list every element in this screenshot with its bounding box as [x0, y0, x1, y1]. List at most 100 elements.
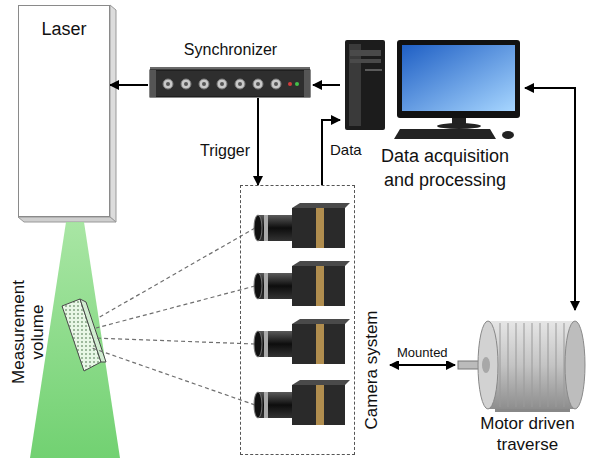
motor-part-part	[516, 323, 517, 407]
cameras	[254, 203, 350, 425]
synchronizer-device-part	[274, 82, 278, 86]
synchronizer-device-part	[304, 70, 310, 97]
camera-3-part	[292, 319, 350, 324]
synchronizer-device-part	[238, 82, 242, 86]
laser-housing-side	[18, 5, 116, 222]
node-label: Laser	[19, 18, 109, 40]
camera-3-part	[258, 331, 292, 357]
camera-2	[254, 261, 350, 306]
camera-2-part	[264, 273, 268, 299]
camera-2-part	[316, 266, 324, 306]
camera-2-part	[292, 261, 350, 266]
camera-1-part	[292, 208, 345, 248]
camera-system: Camera system	[240, 185, 390, 457]
motor-part-part	[508, 323, 509, 407]
node-label: Synchronizer	[148, 40, 313, 60]
synchronizer-device-part	[220, 82, 224, 86]
synchronizer-device-part	[295, 82, 299, 86]
synchronizer-device-part	[256, 82, 260, 86]
laser-housing-side-part	[110, 5, 116, 222]
node-label: Motor driven traverse	[455, 413, 600, 455]
computer	[345, 40, 520, 139]
connector-arrow	[525, 88, 575, 310]
node-label: Data acquisition and processing	[370, 144, 520, 192]
measurement-volume: Measurement volume	[8, 270, 108, 390]
synchronizer-device-part	[199, 79, 209, 89]
camera-4-part	[258, 392, 292, 418]
view-lines-part	[94, 338, 255, 344]
synchronizer-device-part	[163, 79, 173, 89]
camera-4	[254, 380, 350, 425]
connector-arrow	[110, 84, 148, 86]
motor-part-part	[532, 323, 533, 407]
computer-part	[502, 131, 514, 139]
synchronizer-device-part	[181, 79, 191, 89]
synchronizer-device-part	[202, 82, 206, 86]
synchronizer-device	[150, 67, 310, 97]
camera-4-part	[292, 380, 350, 385]
synchronizer-device-part	[271, 79, 281, 89]
motor-part-part	[564, 323, 565, 407]
camera-3-part	[254, 331, 262, 357]
computer-part	[394, 129, 496, 139]
motor-part	[500, 323, 564, 407]
view-lines-part	[96, 286, 255, 328]
motor-part	[488, 321, 575, 409]
computer-part	[402, 45, 515, 111]
computer-part	[345, 40, 385, 130]
synchronizer-device-part	[150, 70, 310, 97]
synchronizer-device-part	[184, 82, 188, 86]
synchronizer-device-part	[150, 70, 156, 97]
computer-part	[397, 40, 520, 118]
computer-part	[437, 123, 481, 129]
dashed-frame	[240, 185, 355, 455]
computer-part	[365, 70, 382, 71]
camera-4-part	[292, 385, 345, 425]
view-lines-part	[92, 348, 255, 405]
camera-4-part	[254, 392, 262, 418]
motor-part-part	[500, 323, 501, 407]
synchronizer-unit: Synchronizer	[148, 40, 313, 98]
camera-3-part	[292, 324, 345, 364]
camera-3-part	[264, 331, 268, 357]
camera-1-part	[258, 215, 292, 241]
motor-part-part	[524, 323, 525, 407]
node-label: Measurement volume	[9, 278, 47, 386]
laser-housing-side-part	[18, 217, 116, 222]
synchronizer-device-part	[253, 79, 263, 89]
computer-part	[349, 44, 361, 126]
synchronizer-device-part	[166, 82, 170, 86]
volume-box	[62, 299, 106, 371]
camera-1-part	[254, 215, 262, 241]
motor-part	[478, 321, 498, 409]
edge-label: Trigger	[198, 141, 252, 160]
motor-part	[565, 321, 585, 409]
node-label: Camera system	[362, 305, 382, 435]
camera-1	[254, 203, 350, 248]
camera-4-part	[316, 385, 324, 425]
computer-part	[350, 50, 381, 56]
edge-label: Mounted	[395, 345, 450, 361]
synchronizer-device-part	[217, 79, 227, 89]
computer-station: Data acquisition and processing	[340, 36, 525, 188]
motor-traverse: Motor driven traverse	[455, 310, 600, 457]
motor-part-part	[556, 323, 557, 407]
synchronizer-device-part	[288, 82, 292, 86]
view-lines-part	[98, 228, 255, 318]
camera-2-part	[254, 273, 262, 299]
camera-2-part	[258, 273, 292, 299]
camera-1-part	[264, 215, 268, 241]
motor-part-part	[540, 323, 541, 407]
synchronizer-device-part	[235, 79, 245, 89]
camera-4-part	[264, 392, 268, 418]
computer-part	[350, 59, 381, 63]
camera-1-part	[292, 203, 350, 208]
connector-arrow	[257, 98, 259, 185]
edge-label: Data	[328, 141, 364, 159]
connector-arrow	[390, 364, 455, 366]
volume-box-part	[80, 299, 106, 362]
laser-box: Laser	[18, 5, 110, 217]
motor-part	[482, 357, 490, 373]
connector-arrow	[313, 84, 340, 86]
